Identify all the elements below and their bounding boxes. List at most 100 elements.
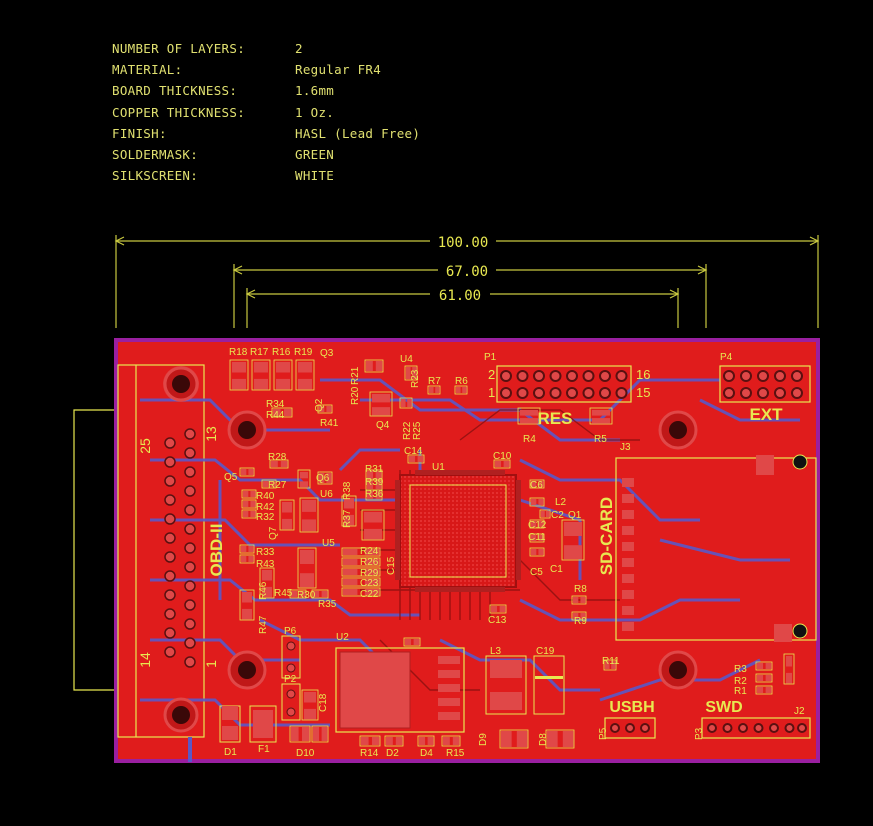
smd-pad: [462, 387, 467, 393]
designator-r1: R1: [734, 686, 747, 697]
designator-r35: R35: [318, 599, 337, 610]
bottom-header-pins: [610, 723, 807, 733]
smd-pad: [242, 608, 252, 620]
designator-d10: D10: [296, 748, 315, 759]
smd-pad: [254, 378, 268, 390]
smd-pad: [250, 491, 256, 497]
designator-r11: R11: [602, 656, 620, 667]
smd-pad: [564, 522, 582, 536]
fuse-f1: [249, 705, 277, 743]
smd-pad: [516, 731, 528, 747]
designator-r14: R14: [360, 748, 379, 759]
designator-c19: C19: [536, 646, 555, 657]
smd-pad: [435, 387, 440, 393]
smd-pad: [562, 731, 574, 747]
designator-c2: C2: [551, 510, 564, 521]
designator-r20: R20: [350, 386, 361, 405]
obd-pin: [184, 504, 196, 516]
smd-pad: [276, 378, 290, 390]
smd-outline: [295, 359, 315, 391]
p1-pin: [533, 370, 545, 382]
smd-pad: [302, 500, 316, 512]
smd-pad: [343, 549, 358, 555]
smd-pad: [321, 591, 328, 597]
designator-c5: C5: [530, 567, 543, 578]
smd-pad: [248, 469, 254, 475]
designator-r3: R3: [734, 664, 747, 675]
smd-outline: [289, 725, 311, 743]
smd-pad: [321, 727, 328, 741]
designator-r9: R9: [574, 616, 587, 627]
designator-r18: R18: [229, 347, 248, 358]
smd-pad: [313, 591, 320, 597]
smd-pad: [531, 535, 537, 541]
smd-outline: [289, 589, 307, 599]
p1-pin-2-label: 2: [488, 367, 495, 382]
smd-pad: [361, 737, 369, 745]
smd-outline: [297, 547, 317, 589]
smd-pad: [282, 518, 292, 530]
spec-key: MATERIAL:: [112, 62, 183, 78]
smd-outline: [341, 495, 357, 527]
smd-pad: [765, 675, 772, 681]
designator-r25: R25: [412, 421, 423, 440]
smd-outline: [384, 735, 404, 747]
designator-r23: R23: [410, 369, 421, 388]
smd-pad: [344, 514, 354, 526]
p1-pin: [516, 370, 529, 382]
designator-d8: D8: [538, 733, 549, 746]
designator-l2: L2: [555, 497, 567, 508]
designator-c13: C13: [488, 615, 507, 626]
designator-r21: R21: [350, 366, 361, 385]
regulator-u2-pad: [339, 651, 411, 729]
designator-r6: R6: [455, 376, 468, 387]
obd-pin: [164, 532, 176, 544]
designator-r38: R38: [342, 481, 353, 500]
designator-r7: R7: [428, 376, 441, 387]
smd-pad: [241, 469, 247, 475]
p1-pin: [549, 370, 562, 382]
smd-pad: [531, 549, 537, 555]
smd-pad: [326, 473, 332, 483]
dimension-overall: 100.00: [438, 235, 489, 251]
obd-pin: [184, 542, 196, 554]
smd-pad: [757, 663, 764, 669]
smd-pad: [401, 399, 406, 407]
spec-value: HASL (Lead Free): [295, 125, 421, 141]
smd-outline: [273, 359, 293, 391]
p1-pin: [615, 387, 628, 399]
smd-pad: [605, 661, 610, 669]
designator-q6: Q6: [316, 473, 330, 484]
designator-r17: R17: [250, 347, 269, 358]
smd-pad: [291, 727, 299, 741]
designator-r8: R8: [574, 584, 587, 595]
obd-pins: [164, 428, 196, 668]
smd-pad: [592, 418, 610, 424]
obd-pin: [164, 437, 176, 449]
smd-outline: [571, 595, 587, 605]
spec-value: 1.6mm: [295, 83, 335, 99]
smd-outline: [311, 725, 329, 743]
smd-outline: [359, 735, 381, 747]
smd-outline: [441, 735, 461, 747]
dimension-lines: [114, 235, 820, 328]
smd-pad: [395, 737, 403, 745]
smd-outline: [529, 479, 545, 489]
designator-r16: R16: [272, 347, 291, 358]
designator-r32: R32: [256, 512, 275, 523]
smd-pad: [538, 521, 544, 527]
smd-pad: [564, 545, 582, 560]
header-p4: [719, 365, 811, 403]
obd-pin: [164, 475, 176, 487]
spec-value: Regular FR4: [295, 62, 382, 78]
designator-d4: D4: [420, 748, 433, 759]
smd-outline: [417, 735, 435, 747]
smd-outline: [407, 454, 425, 464]
designator-c10: C10: [493, 451, 512, 462]
p4-pin: [774, 370, 786, 382]
smd-pad: [786, 656, 792, 667]
smd-pad: [250, 511, 256, 517]
smd-outline: [545, 729, 575, 749]
spec-row: SILKSCREEN:WHITE: [112, 165, 420, 186]
